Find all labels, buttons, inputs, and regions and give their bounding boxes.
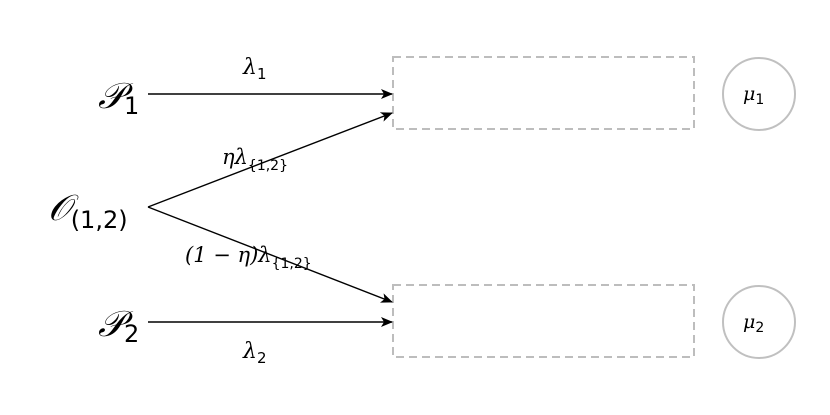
edge-label-eta-lambda: ηλ{1,2} [222, 145, 288, 174]
source-p1-label: 𝒫1 [98, 76, 139, 120]
source-p2-label: 𝒫2 [98, 304, 139, 348]
arrow-o-to-queue2 [147, 206, 393, 303]
server-2-label: μ2 [743, 311, 764, 336]
edge-label-lambda1: λ1 [242, 55, 267, 83]
edge-label-one-minus-eta-lambda: (1 − η)λ{1,2} [185, 243, 312, 272]
server-2-circle [722, 285, 796, 359]
queue-2-box [392, 284, 695, 358]
server-1-label: μ1 [743, 83, 764, 108]
queue-1-box [392, 56, 695, 130]
source-o-label: 𝒪(1,2) [48, 188, 128, 234]
server-1-circle [722, 57, 796, 131]
arrow-o-to-queue1 [147, 112, 393, 208]
edge-label-lambda2: λ2 [242, 339, 267, 367]
